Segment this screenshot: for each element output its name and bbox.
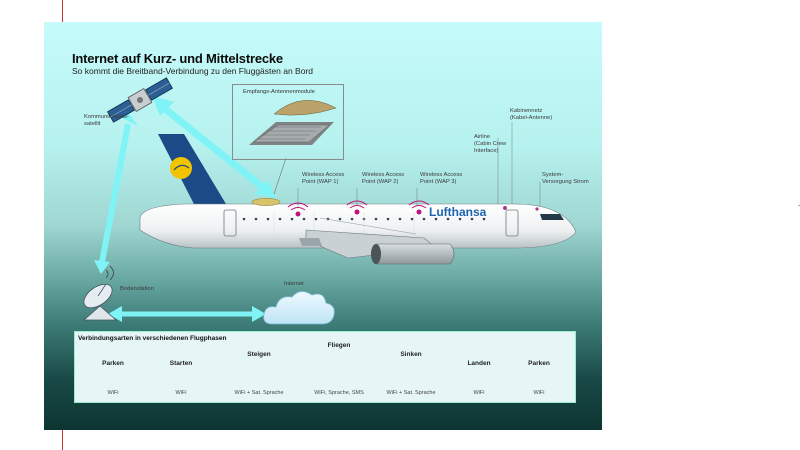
rear-door — [223, 209, 237, 237]
infographic-panel: Lufthansa — [44, 22, 602, 430]
callout-leaders — [297, 122, 541, 208]
legend-phase-2: Starten WiFi — [151, 360, 211, 396]
system-supply-icon — [535, 207, 539, 211]
system-supply-label: System- Versorgung Strom — [542, 172, 589, 185]
diagram-title: Internet auf Kurz- und Mittelstrecke — [72, 51, 283, 66]
flight-phase-legend: Verbindungsarten in verschiedenen Flugph… — [74, 331, 576, 403]
satellite-ground-beam — [94, 112, 138, 274]
phase-name: Steigen — [247, 351, 271, 358]
edge-mark: - — [798, 200, 800, 210]
legend-title: Verbindungsarten in verschiedenen Flugph… — [78, 335, 227, 342]
cockpit-window — [540, 214, 564, 220]
phase-connection: WiFi — [533, 390, 545, 396]
phase-connection: WiFi, Sprache, SMS — [314, 390, 364, 396]
satellite-icon — [107, 77, 173, 123]
diagram-subtitle: So kommt die Breitband-Verbindung zu den… — [72, 66, 313, 76]
inset-leader — [273, 157, 287, 195]
legend-phase-3: Steigen WiFi + Sat. Sprache — [229, 351, 289, 396]
internet-label: Internet — [284, 281, 304, 287]
cabin-network-icon — [503, 206, 507, 210]
crop-mark-bottom — [62, 428, 63, 450]
phase-connection: WiFi + Sat. Sprache — [386, 390, 436, 396]
phase-name: Landen — [467, 360, 491, 367]
phase-name: Starten — [169, 360, 193, 367]
legend-phase-1: Parken WiFi — [83, 360, 143, 396]
phase-name: Parken — [528, 360, 550, 367]
satellite-label: Kommunikations- satellit — [84, 114, 129, 127]
antenna-inset-box: Empfangs-Antennenmodule — [232, 84, 344, 160]
legend-phase-7: Parken WiFi — [509, 360, 569, 396]
satellite-aircraft-beam — [152, 96, 276, 198]
wap-2-label: Wireless Access Point (WAP 2) — [362, 172, 405, 185]
internet-cloud-icon — [263, 291, 335, 325]
antenna-inset-label: Empfangs-Antennenmodule — [243, 89, 315, 95]
crop-mark-top — [62, 0, 63, 28]
cabin-windows — [242, 217, 486, 221]
ground-internet-beam — [108, 306, 266, 322]
aircraft-side-view: Lufthansa — [139, 134, 577, 265]
legend-phase-4: Fliegen WiFi, Sprache, SMS — [309, 342, 369, 396]
phase-connection: WiFi — [473, 390, 485, 396]
front-door — [505, 209, 519, 237]
legend-phase-6: Landen WiFi — [449, 360, 509, 396]
phase-connection: WiFi + Sat. Sprache — [234, 390, 284, 396]
phase-connection: WiFi — [175, 390, 187, 396]
legend-phase-5: Sinken WiFi + Sat. Sprache — [381, 351, 441, 396]
crane-logo-icon — [170, 157, 192, 179]
wap-1-label: Wireless Access Point (WAP 1) — [302, 172, 345, 185]
antenna-module-image — [249, 100, 337, 145]
roof-antenna — [251, 198, 281, 206]
phase-name: Sinken — [400, 351, 422, 358]
crew-interface-label: Airline (Cabin Crew Interface) — [474, 134, 507, 154]
cabin-network-label: Kabinennetz (Kabel-Antenne) — [510, 108, 553, 121]
phase-name: Parken — [102, 360, 124, 367]
phase-name: Fliegen — [327, 342, 351, 349]
ground-station-dish-icon — [82, 265, 118, 321]
phase-connection: WiFi — [107, 390, 119, 396]
wap-3-signal-icon — [408, 200, 430, 215]
ground-station-label: Bodenstation — [120, 286, 154, 292]
airline-brand-text: Lufthansa — [429, 205, 487, 219]
wap-3-label: Wireless Access Point (WAP 3) — [420, 172, 463, 185]
